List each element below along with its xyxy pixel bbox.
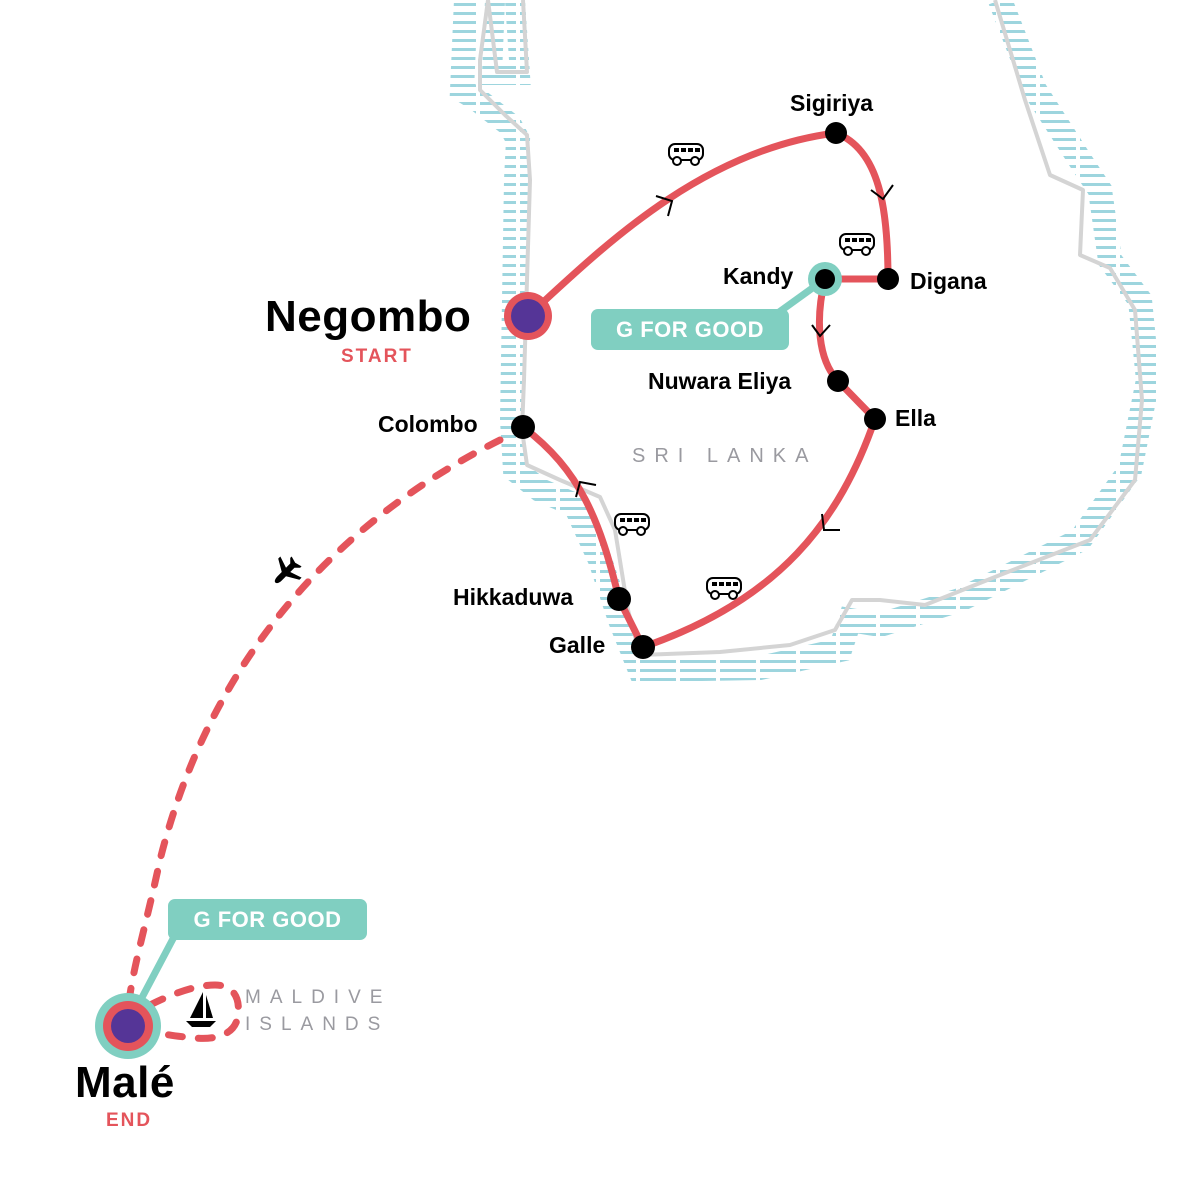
start-marker [504,292,552,340]
region-label-sri-lanka: SRI LANKA [632,445,818,467]
start-tag: START [341,346,413,367]
region-label-maldives-line1: MALDIVE [245,987,392,1008]
chevron-icon [821,513,840,531]
bus-icons [614,143,875,600]
end-city-label: Malé [75,1058,175,1107]
stop-label-galle: Galle [549,632,606,658]
end-tag: END [106,1110,153,1131]
chevron-icon [575,480,597,498]
stop-marker-galle [631,635,655,659]
stop-label-hikkaduwa: Hikkaduwa [453,584,574,610]
plane-icon [274,556,302,584]
region-label-maldives-line2: ISLANDS [245,1014,390,1035]
stop-marker-hikkaduwa [607,587,631,611]
stop-marker-colombo [511,415,535,439]
stop-label-nuwara-eliya: Nuwara Eliya [648,368,792,394]
stop-marker-nuwara-eliya [827,370,849,392]
stop-marker-digana [877,268,899,290]
start-city-label: Negombo [265,292,472,341]
bus-icon [668,143,704,166]
stop-label-digana: Digana [910,268,987,294]
stop-markers [511,122,899,659]
stop-label-colombo: Colombo [378,411,478,437]
stop-marker-sigiriya [825,122,847,144]
bus-icon [614,513,650,536]
bus-icon [839,233,875,256]
stop-label-kandy: Kandy [723,263,794,289]
stop-marker-ella [864,408,886,430]
chevron-icon [655,195,674,217]
direction-arrows [575,184,894,531]
end-marker [95,993,161,1059]
flight-route [124,436,504,1014]
g-for-good-badge-kandy[interactable]: G FOR GOOD [591,309,789,350]
bus-icon [706,577,742,600]
boat-route [144,981,242,1042]
coastline [478,0,1144,657]
chevron-icon [870,184,894,201]
stop-label-ella: Ella [895,405,936,431]
stop-marker-kandy [815,269,835,289]
sailboat-icon [186,992,216,1027]
stop-label-sigiriya: Sigiriya [790,90,874,116]
g-for-good-badge-male[interactable]: G FOR GOOD [168,899,367,940]
chevron-icon [811,324,831,338]
